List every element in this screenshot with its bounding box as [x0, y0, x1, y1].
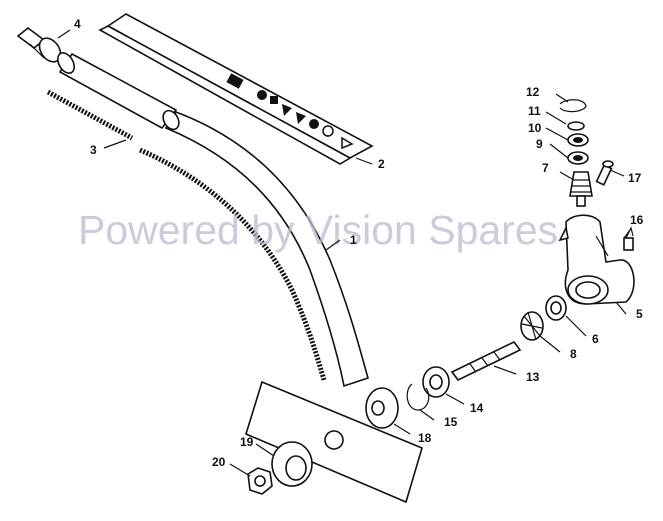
callout-16: 16: [630, 213, 644, 227]
callout-1: 1: [350, 233, 357, 247]
part-8-bevel-gear: [520, 311, 544, 341]
part-11-washer: [567, 121, 585, 131]
callout-3: 3: [90, 143, 97, 157]
callout-18: 18: [418, 431, 432, 445]
part-18-thrust-plate: [365, 387, 399, 429]
part-7-pinion-gear: [569, 171, 593, 207]
part-5-gear-housing: [558, 214, 635, 305]
part-12-circlip: [559, 99, 587, 113]
callout-5: 5: [636, 307, 643, 321]
upper-tube-section: [57, 52, 178, 130]
callout-2: 2: [378, 157, 385, 171]
decal-symbols: [226, 73, 354, 150]
callout-7: 7: [542, 161, 549, 175]
callout-10: 10: [528, 121, 542, 135]
callout-9: 9: [536, 137, 543, 151]
part-15-circlip: [406, 383, 430, 411]
callout-13: 13: [526, 370, 540, 384]
watermark-text: Powered by Vision Spares: [78, 207, 558, 253]
callout-8: 8: [570, 347, 577, 361]
callout-17: 17: [628, 171, 642, 185]
callout-15: 15: [444, 415, 458, 429]
blade-plate: [245, 380, 423, 504]
part-4-end-cap: [16, 26, 62, 63]
part-19-thrust-washer: [271, 441, 313, 487]
part-2-decal: [98, 13, 374, 165]
callout-numbers: 1 2 3 4 5 6 7 8 9 10 11 12 13 14 15 16 1…: [74, 17, 644, 469]
part-10-bearing: [567, 133, 589, 147]
callout-4: 4: [74, 17, 81, 31]
callout-19: 19: [240, 435, 254, 449]
part-17-screw: [595, 160, 614, 186]
part-20-nut: [247, 467, 273, 495]
callout-12: 12: [526, 85, 540, 99]
part-3-flex-shaft: [46, 89, 327, 381]
callout-20: 20: [212, 455, 226, 469]
part-13-output-shaft: [450, 340, 522, 382]
callout-14: 14: [470, 401, 484, 415]
part-14-bearing: [422, 366, 450, 398]
part-1-drive-tube: [162, 109, 369, 388]
part-16-screw: [623, 226, 634, 251]
callout-6: 6: [592, 332, 599, 346]
part-9-bearing: [567, 151, 589, 165]
leader-lines: [57, 29, 631, 477]
part-6-bearing: [545, 295, 567, 321]
callout-11: 11: [528, 104, 541, 118]
